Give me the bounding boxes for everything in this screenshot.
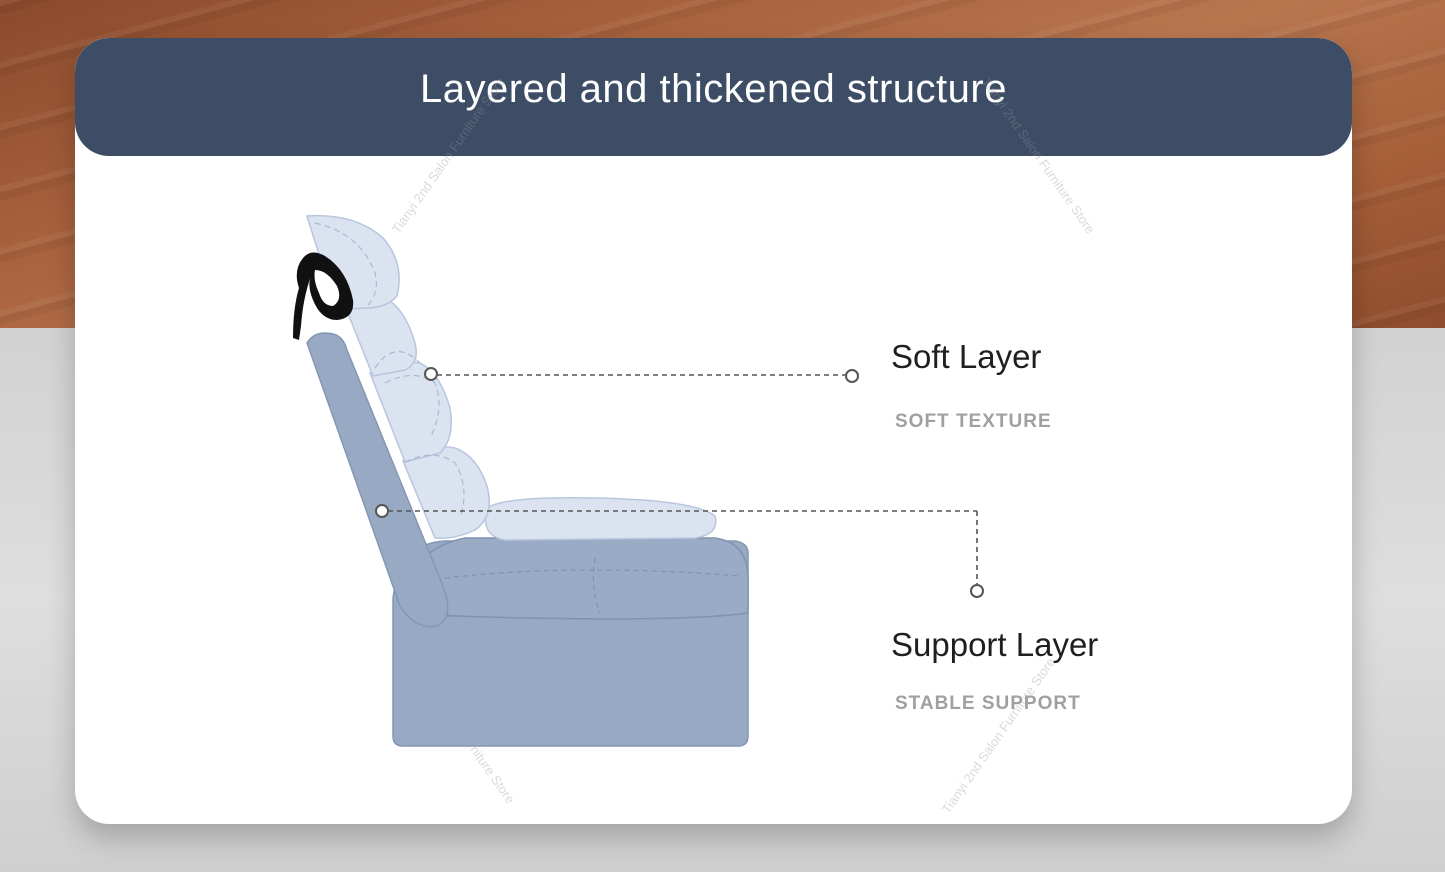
backrest-frame xyxy=(306,332,449,628)
soft-layer-endpoint xyxy=(845,369,859,383)
support-layer-anchor xyxy=(375,504,389,518)
header-bar: Layered and thickened structure xyxy=(75,38,1352,156)
soft-layer-anchor xyxy=(424,367,438,381)
support-layer-label: Support Layer xyxy=(891,626,1099,663)
soft-layer-subtitle: SOFT TEXTURE xyxy=(895,411,1052,432)
page-title: Layered and thickened structure xyxy=(420,66,1007,111)
seat-cushion-support xyxy=(404,537,749,620)
support-layer-subtitle: STABLE SUPPORT xyxy=(895,693,1081,714)
chair-layer-diagram xyxy=(293,214,984,747)
info-card: Layered and thickened structure Tianyi 2… xyxy=(75,38,1352,824)
seat-soft-cushion xyxy=(484,496,717,541)
support-layer-endpoint xyxy=(970,584,984,598)
soft-layer-label: Soft Layer xyxy=(891,338,1042,375)
